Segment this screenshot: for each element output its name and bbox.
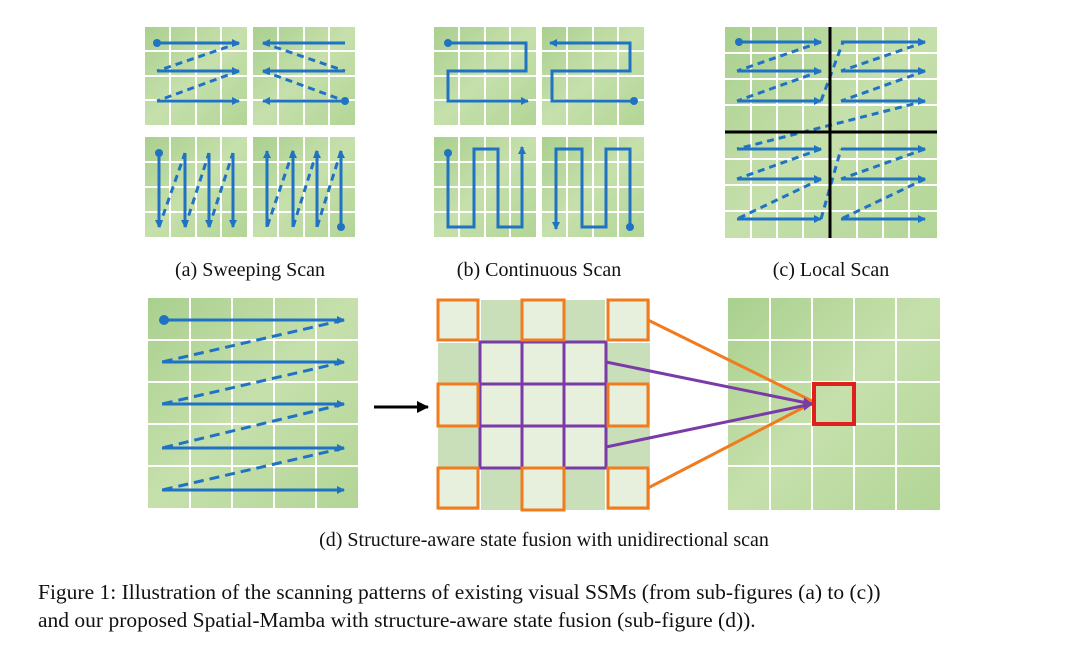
figure-label: Figure 1: [38,580,117,604]
continuous-scan-diagram-1 [434,27,536,125]
continuous-scan-diagram-3 [434,137,536,237]
continuous-scan-diagram-4 [542,137,644,237]
figure-caption-text-1: Illustration of the scanning patterns of… [121,580,881,604]
sweeping-scan-diagram-1 [145,27,247,125]
state-fusion-diagram [436,298,940,512]
caption-a: (a) Sweeping Scan [175,259,325,281]
sweeping-scan-diagram-4 [253,137,355,237]
transition-arrow-icon [374,401,429,413]
figure-caption: Figure 1: Illustration of the scanning p… [38,578,1058,634]
caption-b: (b) Continuous Scan [456,259,622,281]
unidirectional-scan-diagram [148,298,358,508]
caption-c: (c) Local Scan [772,259,890,281]
local-scan-diagram [725,27,937,238]
figure-caption-line-2: and our proposed Spatial-Mamba with stru… [38,608,756,632]
caption-d: (d) Structure-aware state fusion with un… [319,529,769,551]
sweeping-scan-diagram-2 [253,27,355,125]
figure-caption-line-1: Figure 1: Illustration of the scanning p… [38,578,1058,606]
sweeping-scan-diagram-3 [145,137,247,237]
continuous-scan-diagram-2 [542,27,644,125]
